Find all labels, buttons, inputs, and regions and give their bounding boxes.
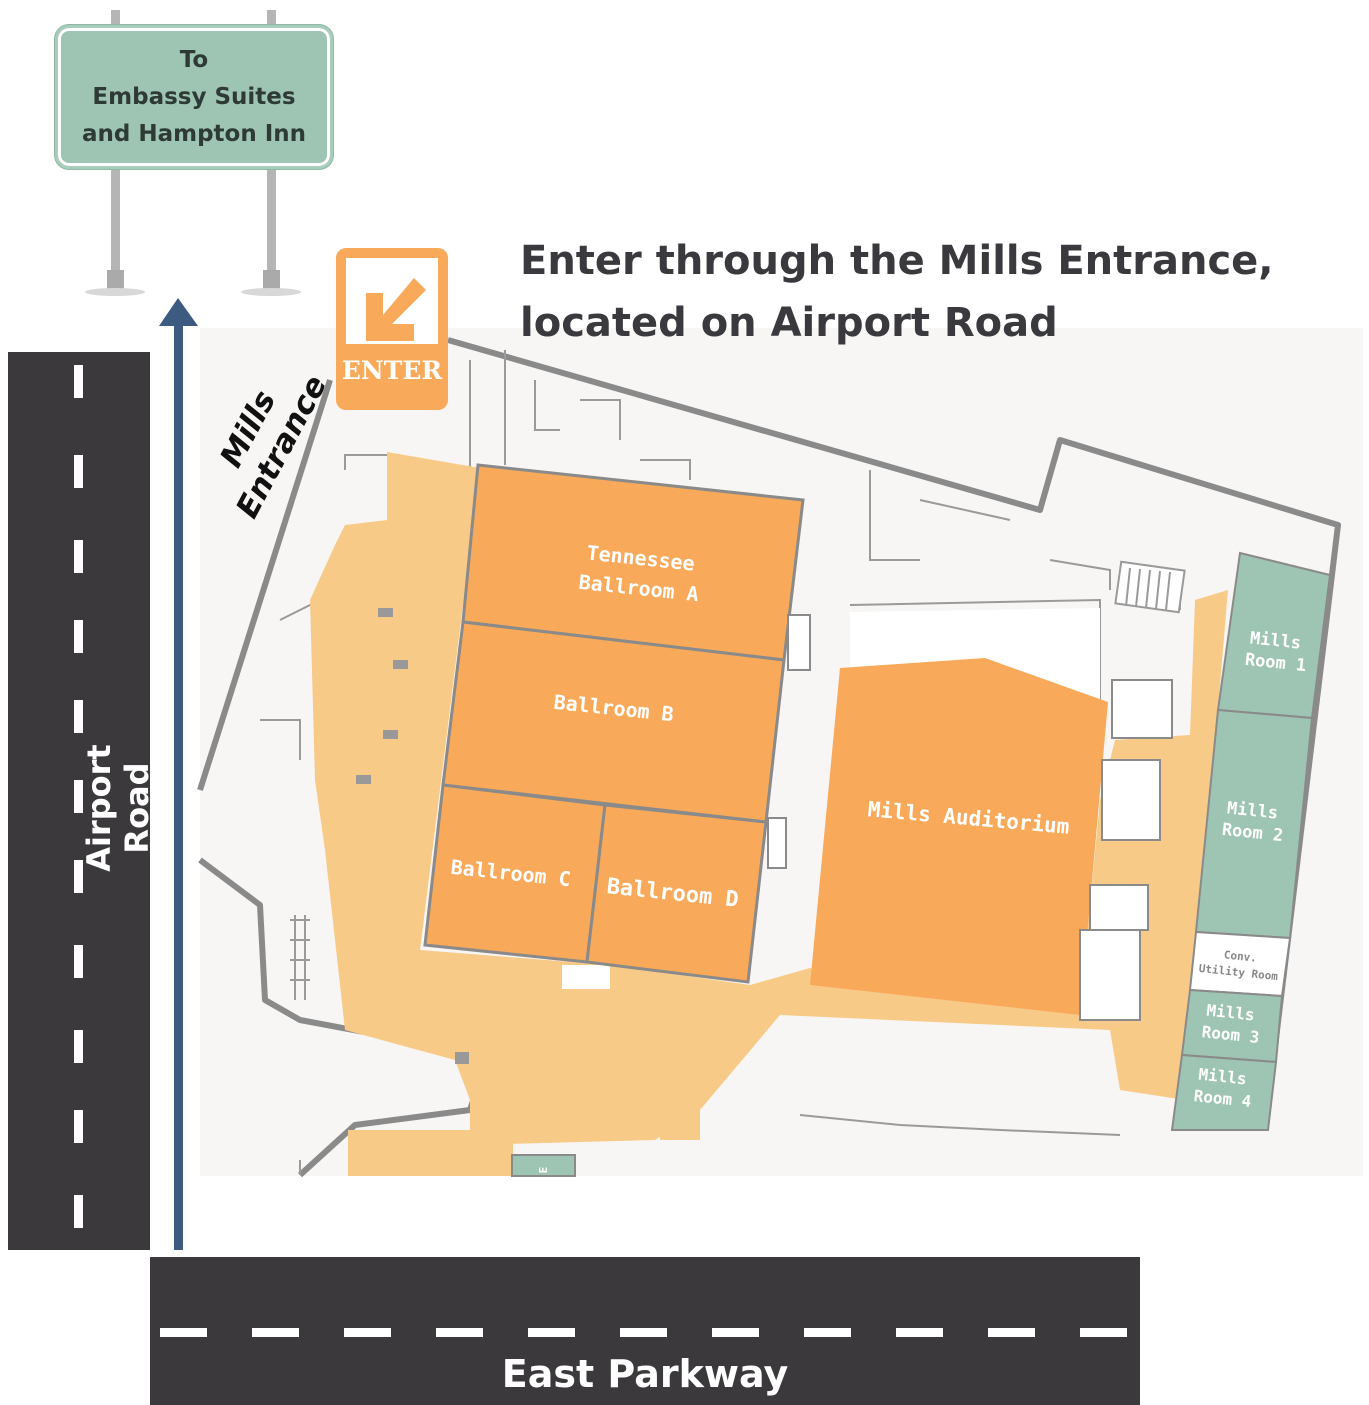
headline-line-2: located on Airport Road (520, 300, 1058, 346)
direction-sign: To Embassy Suites and Hampton Inn (55, 25, 333, 169)
enter-sign (336, 248, 448, 410)
label-mills-room-3-a: Mills (1206, 1001, 1256, 1025)
label-conv-utility-1: Conv. (1223, 948, 1257, 964)
ballrooms (423, 463, 1108, 1015)
east-parkway-label: East Parkway (501, 1352, 789, 1396)
stairs (290, 560, 1186, 1000)
sign-line-3: and Hampton Inn (81, 120, 307, 147)
airport-road-label: Airport Road (80, 744, 156, 872)
airport-road (8, 352, 150, 1250)
small-green-room (511, 1154, 576, 1177)
corridors (310, 452, 1228, 1176)
arrow-down-left-icon (366, 278, 426, 341)
elevator-markers (356, 608, 469, 1064)
enter-label: ENTER (341, 356, 443, 385)
arrow-up-icon (159, 298, 198, 1250)
page-headline: Enter through the Mills Entrance, locate… (520, 230, 1340, 354)
label-mills-room-4-a: Mills (1198, 1065, 1248, 1089)
east-parkway (150, 1257, 1140, 1405)
ballroom-d (585, 803, 768, 984)
mills-auditorium (810, 658, 1108, 1015)
headline-line-1: Enter through the Mills Entrance, (520, 238, 1274, 284)
label-small-room: E (537, 1167, 550, 1174)
sign-line-2: Embassy Suites (92, 83, 296, 110)
mills-rooms (511, 551, 1332, 1177)
side-rooms (767, 614, 1173, 1021)
mills-room-4-shape (1170, 1053, 1278, 1131)
sign-line-1: To (179, 46, 209, 73)
